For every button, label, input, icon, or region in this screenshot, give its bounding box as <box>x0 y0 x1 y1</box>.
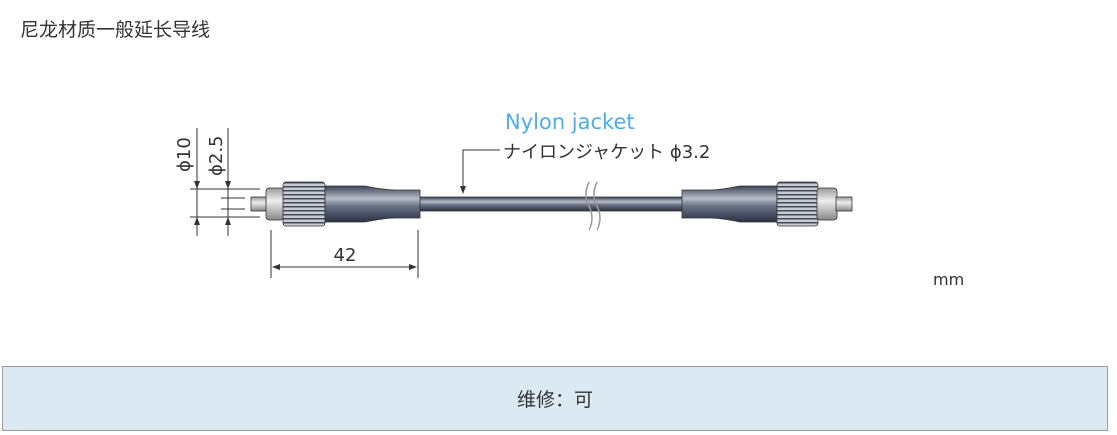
jacket-label-en: Nylon jacket <box>505 110 635 134</box>
dim-outer-diameter: ϕ10 <box>174 137 195 172</box>
right-connector <box>681 181 853 227</box>
unit-label: mm <box>933 270 964 289</box>
left-connector <box>250 181 421 227</box>
page-title: 尼龙材质一般延长导线 <box>20 19 211 41</box>
dim-length: 42 <box>334 245 357 266</box>
cable <box>417 181 685 231</box>
repair-info-bar: 维修：可 <box>2 366 1108 431</box>
dim-inner-diameter: ϕ2.5 <box>206 136 227 177</box>
repair-status: 维修：可 <box>516 389 593 411</box>
jacket-label-jp: ナイロンジャケット ϕ3.2 <box>503 142 710 163</box>
cable-diagram: ϕ10 ϕ2.5 42 Nylon jacket ナイロンジャケット ϕ3.2 … <box>174 110 964 289</box>
arrowheads <box>194 181 466 270</box>
